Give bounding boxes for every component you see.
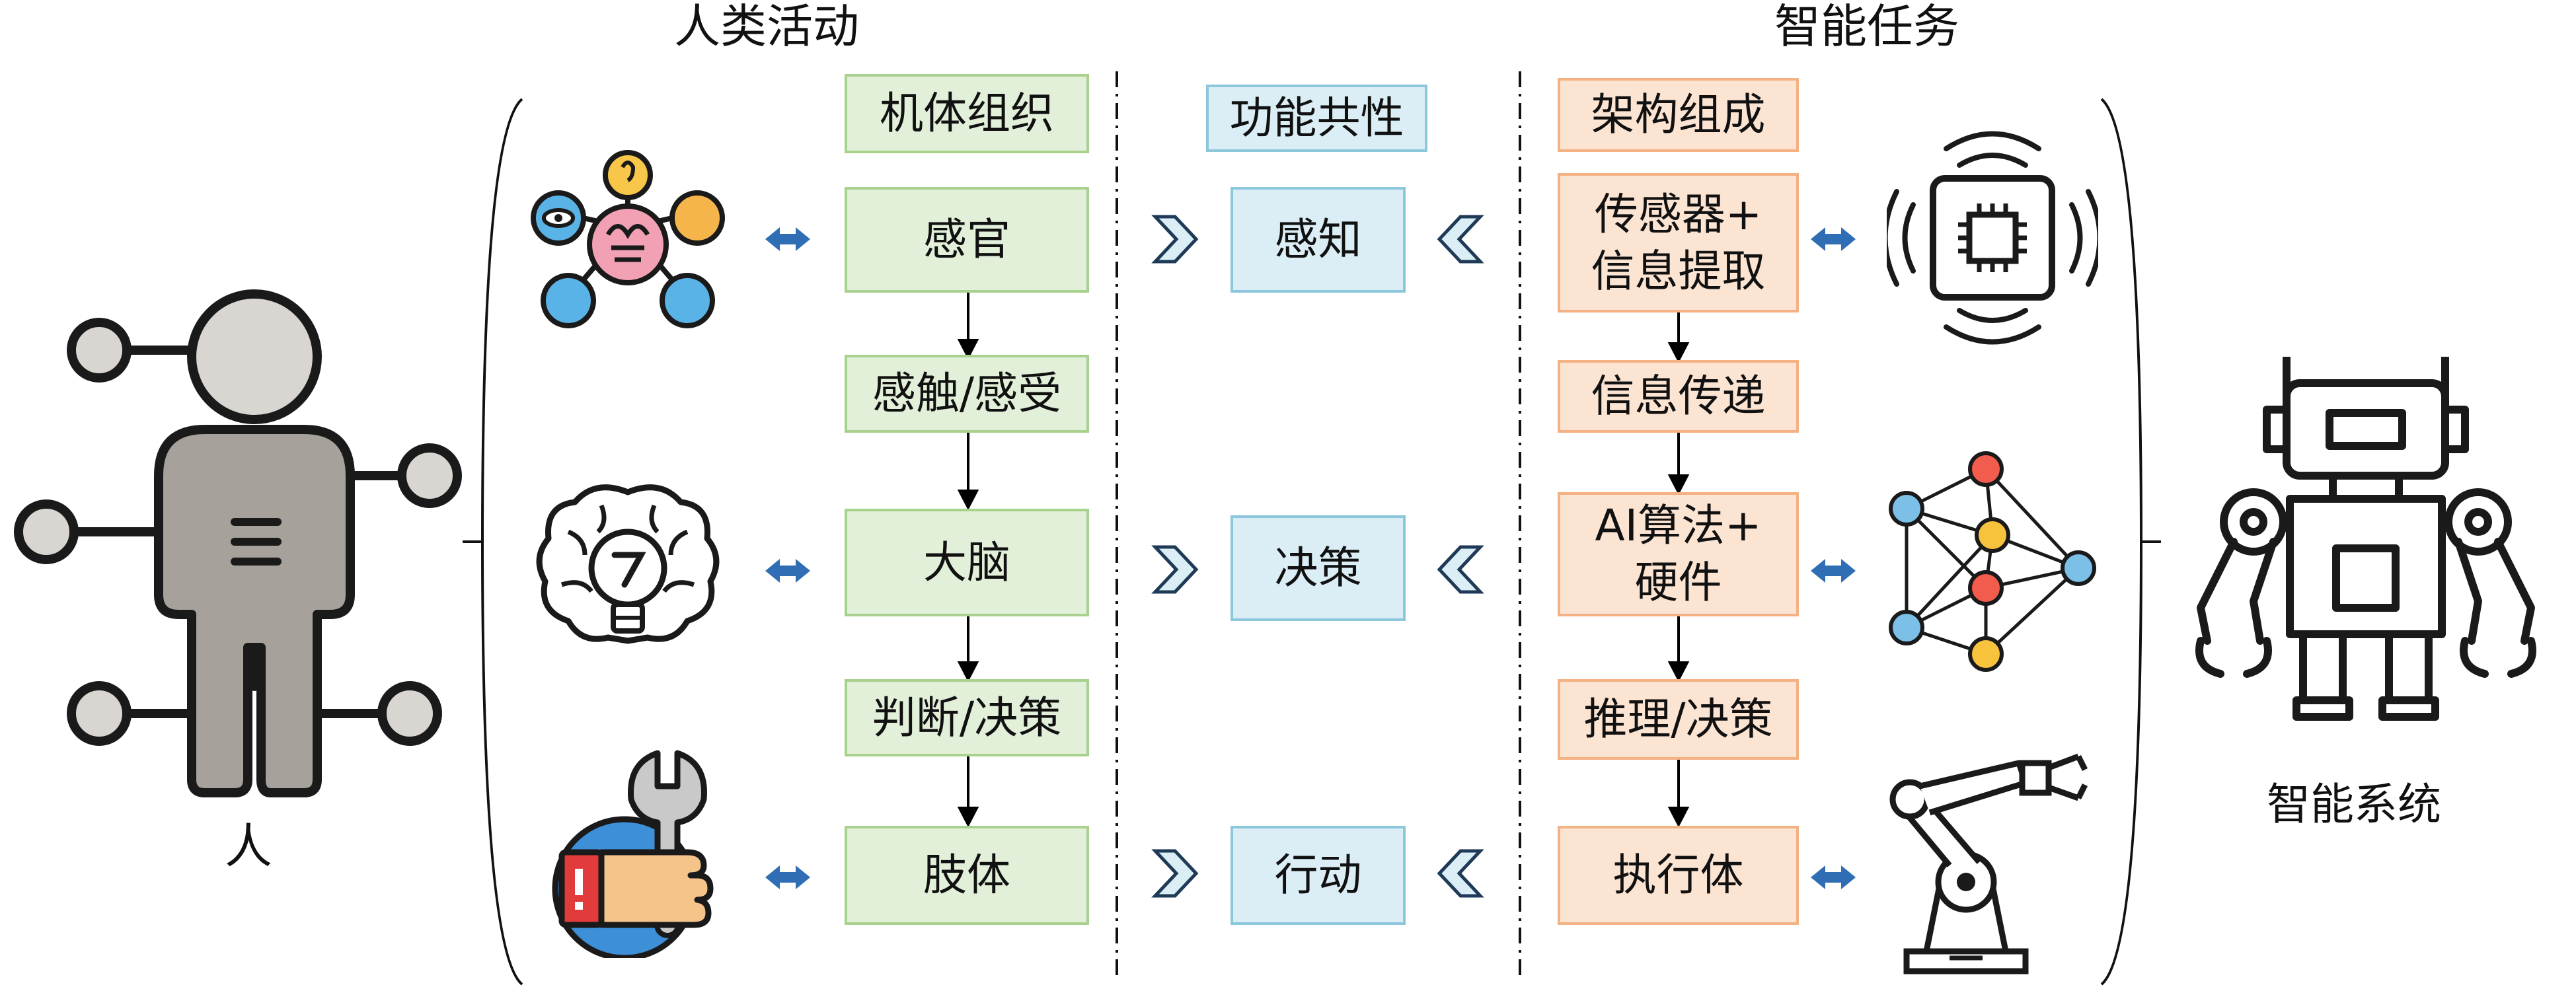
- body-item-senses: 感官: [845, 187, 1089, 293]
- body-item-limbs: 肢体: [845, 826, 1089, 925]
- robot-icon: [2195, 357, 2536, 721]
- left-bracket: [480, 98, 523, 986]
- five-senses-icon: [531, 150, 725, 328]
- double-arrow-brain: [765, 559, 810, 583]
- chevron-right-2: [1151, 545, 1199, 594]
- architecture-link-reasoning: 推理/决策: [1558, 679, 1799, 760]
- function-column-title: 功能共性: [1206, 85, 1427, 152]
- chevron-left-3: [1437, 849, 1484, 898]
- double-arrow-senses: [765, 227, 810, 251]
- chevron-left-1: [1437, 215, 1484, 264]
- function-item-perception: 感知: [1231, 187, 1406, 293]
- chip-sensor-icon: [1887, 131, 2098, 345]
- double-arrow-hand: [765, 865, 810, 889]
- double-arrow-network: [1811, 559, 1856, 583]
- human-caption: 人: [225, 819, 273, 874]
- architecture-link-transfer: 信息传递: [1558, 360, 1799, 433]
- double-arrow-arm: [1811, 865, 1856, 889]
- neural-network-icon: [1889, 451, 2096, 672]
- robot-arm-icon: [1889, 753, 2088, 974]
- body-link-feeling: 感触/感受: [845, 355, 1089, 433]
- double-arrow-sensor: [1811, 227, 1856, 251]
- architecture-column-title: 架构组成: [1558, 78, 1799, 152]
- brain-bulb-icon: [536, 484, 720, 644]
- function-item-action: 行动: [1231, 826, 1406, 925]
- intelligent-system-caption: 智能系统: [2267, 779, 2441, 830]
- architecture-item-algorithm: AI算法+ 硬件: [1558, 492, 1799, 616]
- chevron-right-3: [1151, 849, 1199, 898]
- human-figure-icon: [14, 289, 462, 797]
- body-link-judgement: 判断/决策: [845, 679, 1089, 756]
- hand-wrench-icon: [552, 750, 714, 958]
- header-intelligent-task: 智能任务: [1774, 0, 1959, 54]
- function-item-decision: 决策: [1231, 515, 1406, 621]
- chevron-right-1: [1151, 215, 1199, 264]
- body-item-brain: 大脑: [845, 509, 1089, 616]
- body-column-title: 机体组织: [845, 74, 1089, 153]
- right-bracket: [2100, 98, 2143, 986]
- architecture-item-actuator: 执行体: [1558, 826, 1799, 925]
- chevron-left-2: [1437, 545, 1484, 594]
- architecture-item-sensor: 传感器+ 信息提取: [1558, 173, 1799, 312]
- header-human-activity: 人类活动: [674, 0, 859, 54]
